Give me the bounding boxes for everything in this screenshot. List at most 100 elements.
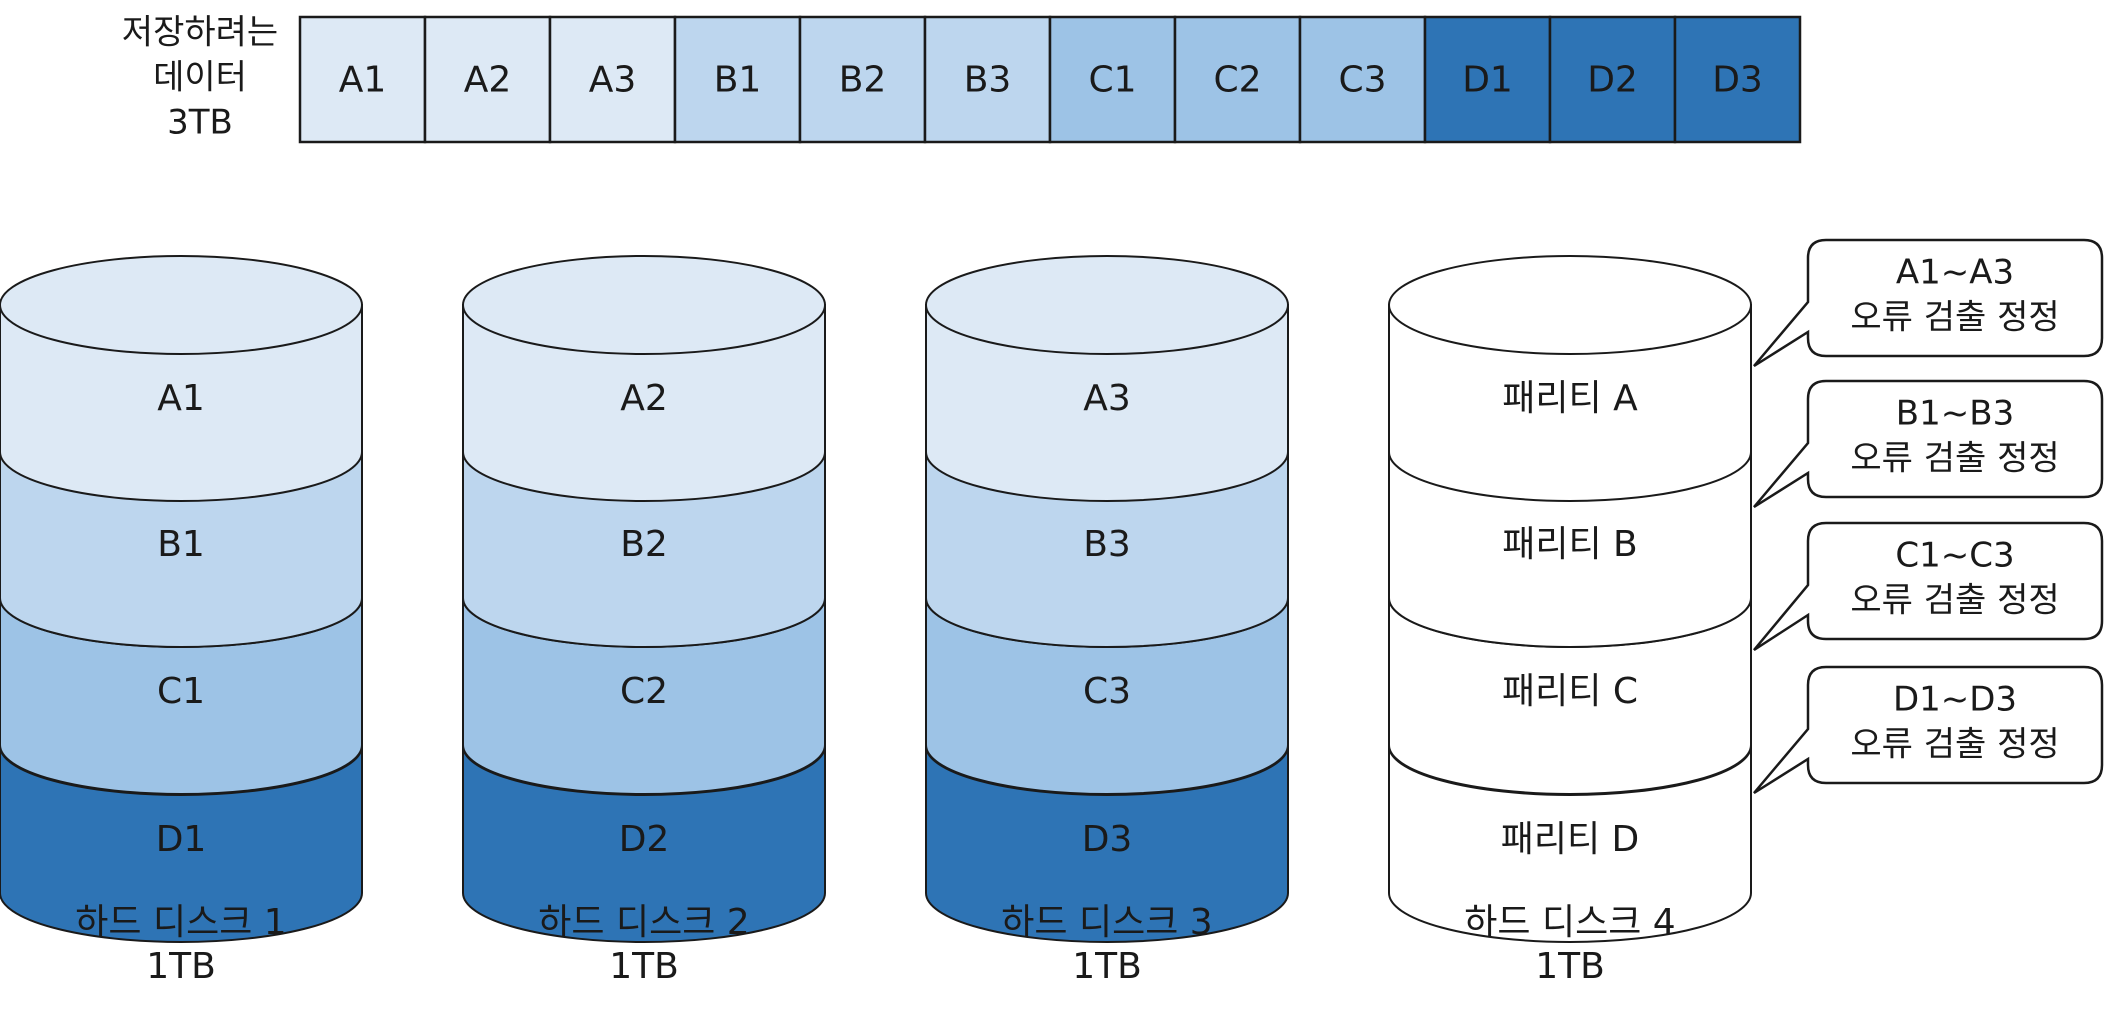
disk-layer-label: 패리티 C (1502, 671, 1638, 712)
disk-layer-body (0, 450, 363, 648)
data-block-cell (923, 15, 1052, 144)
data-block-cell (798, 15, 927, 144)
data-block-label: D1 (1462, 60, 1513, 101)
data-block-label: D2 (1587, 60, 1638, 101)
disk-layer-label: D1 (156, 819, 207, 860)
data-block-cell (1673, 15, 1802, 144)
disk-capacity: 1TB (1072, 946, 1142, 987)
disk-layer-label: B2 (620, 524, 668, 565)
callout-description: 오류 검출 정정 (1850, 298, 2059, 338)
disk-layer-label: C2 (620, 671, 668, 712)
disk-layer-body (925, 304, 1289, 502)
disk-layer-body (1388, 745, 1752, 943)
disk-layer-label: A3 (1083, 378, 1131, 419)
callout-range: C1~C3 (1895, 536, 2014, 576)
data-block-label: B3 (964, 60, 1012, 101)
disk-name: 하드 디스크 4 (1464, 902, 1675, 943)
data-bar-label-line: 저장하려는 (122, 13, 278, 53)
disk-layer-body (0, 745, 363, 943)
data-block: C1 (1048, 15, 1177, 144)
disk-layer: A1 (0, 255, 363, 502)
callout-description: 오류 검출 정정 (1850, 725, 2059, 765)
callout-bubble (1753, 521, 2104, 652)
callout-description: 오류 검출 정정 (1850, 581, 2059, 621)
disk-layer-top (0, 255, 363, 355)
disk-layer-label: D2 (619, 819, 670, 860)
disk-layer-body (0, 304, 363, 502)
data-block: B1 (673, 15, 802, 144)
disk-layer-label: 패리티 A (1502, 378, 1638, 419)
data-block-cell (548, 15, 677, 144)
disk-layer-label: B3 (1083, 524, 1131, 565)
data-block-cell (1173, 15, 1302, 144)
data-block-label: C3 (1338, 60, 1386, 101)
data-block: D2 (1548, 15, 1677, 144)
disk-layer-top (462, 255, 826, 355)
disk-layer-body (0, 597, 363, 795)
data-block-label: B2 (839, 60, 887, 101)
data-block: B2 (798, 15, 927, 144)
callout-range: B1~B3 (1896, 394, 2014, 434)
disk-capacity: 1TB (609, 946, 679, 987)
disk-layer-body (925, 450, 1289, 648)
disk-layer-label: 패리티 D (1501, 819, 1640, 860)
disk-layer-label: D3 (1082, 819, 1133, 860)
data-block: A3 (548, 15, 677, 144)
data-block: C3 (1298, 15, 1427, 144)
disk-layer-top (1388, 255, 1752, 355)
callout-range: D1~D3 (1893, 680, 2017, 720)
data-block-label: A3 (589, 60, 637, 101)
disk-layer-label: A1 (157, 378, 205, 419)
disk-layer-body (925, 745, 1289, 943)
data-block-cell (298, 15, 427, 144)
disk-layer-body (462, 597, 826, 795)
data-block-label: C1 (1088, 60, 1136, 101)
data-block-label: D3 (1712, 60, 1763, 101)
disk-layer-body (462, 745, 826, 943)
data-block: A1 (298, 15, 427, 144)
data-block: D1 (1423, 15, 1552, 144)
data-bar-label-line: 3TB (167, 103, 233, 143)
data-block-cell (1048, 15, 1177, 144)
disk-layer: A2 (462, 255, 826, 502)
disk-layer-body (1388, 597, 1752, 795)
data-block: B3 (923, 15, 1052, 144)
disk-layer-top (925, 255, 1289, 355)
disk-capacity: 1TB (1535, 946, 1605, 987)
data-block-label: B1 (714, 60, 762, 101)
data-block-cell (1423, 15, 1552, 144)
callout-range: A1~A3 (1896, 253, 2014, 293)
disk-layer-label: B1 (157, 524, 205, 565)
disk-layer-body (462, 450, 826, 648)
callout-bubble (1753, 379, 2104, 509)
data-block-label: A1 (339, 60, 387, 101)
callout-bubble (1753, 238, 2104, 368)
data-block: C2 (1173, 15, 1302, 144)
disk-layer: A3 (925, 255, 1289, 502)
disk-layer: 패리티 A (1388, 255, 1752, 502)
disk-layer-label: 패리티 B (1502, 524, 1638, 565)
disk-layer-label: C1 (157, 671, 205, 712)
data-block-cell (1298, 15, 1427, 144)
callout-bubble (1753, 665, 2104, 795)
disk-layer-label: A2 (620, 378, 668, 419)
data-bar-label-line: 데이터 (153, 58, 247, 98)
data-block-label: A2 (464, 60, 512, 101)
data-block-cell (423, 15, 552, 144)
disk-layer-body (462, 304, 826, 502)
parity-callout: C1~C3 오류 검출 정정 (1753, 521, 2104, 652)
disk-layer-label: C3 (1083, 671, 1131, 712)
data-bar: A1 A2 A3 B1 B2 B3 C1 C2 C3 D1 D2 D3 (298, 15, 1802, 144)
disk-name: 하드 디스크 2 (538, 902, 749, 943)
parity-callout: D1~D3 오류 검출 정정 (1753, 665, 2104, 795)
disk-name: 하드 디스크 1 (75, 902, 286, 943)
disk-layer-body (1388, 304, 1752, 502)
